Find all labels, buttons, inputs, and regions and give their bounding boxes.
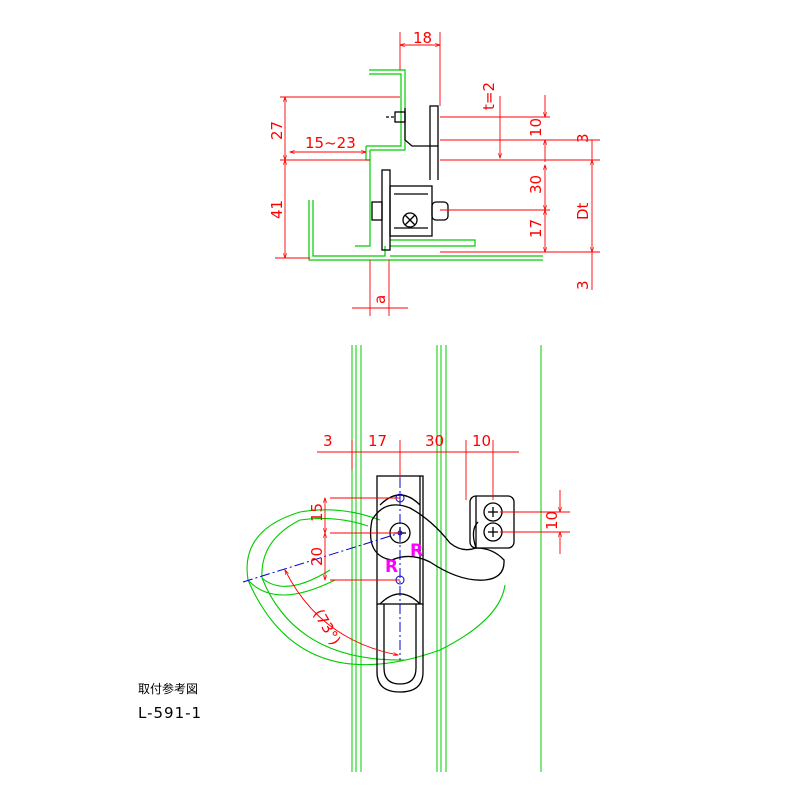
r-marker-upper: R [410,541,423,561]
dim-18-label: 18 [413,29,432,47]
dim-a-label: a [371,295,389,304]
front-dim-30-label: 30 [425,432,444,450]
dim-27-label: 27 [268,121,286,140]
top-view: 18 t=2 27 15~23 10 3 41 30 Dt 17 3 a [268,29,600,316]
dim-30-label: 30 [527,175,545,194]
drawing-title: 取付参考図 [138,682,199,696]
dim-41-label: 41 [268,200,286,219]
top-view-dimensions [275,32,600,316]
dim-17-label: 17 [527,219,545,238]
angle-73-label: (73°) [310,606,345,648]
front-dim-10-top-label: 10 [472,432,491,450]
r-marker-lower: R [385,557,398,577]
front-dim-3-label: 3 [323,432,333,450]
drawing-code: L-591-1 [138,704,203,722]
front-dim-10-right-label: 10 [543,511,561,530]
front-dim-20-label: 20 [308,547,326,566]
front-view: 3 17 30 10 15 20 10 (73°) R R [242,345,570,772]
frame-rails [351,345,542,772]
latch-bracket [371,105,449,251]
dim-dt-label: Dt [574,202,592,220]
dim-t2-label: t=2 [480,82,498,110]
dim-10-label: 10 [527,118,545,137]
frame-profile-outline [308,69,543,261]
front-dim-17-label: 17 [368,432,387,450]
dim-3-top-label: 3 [574,133,592,143]
dim-15-23-label: 15~23 [305,134,356,152]
front-view-dimensions [285,440,570,655]
front-dim-15-label: 15 [308,503,326,522]
dim-3-bottom-label: 3 [574,280,592,290]
